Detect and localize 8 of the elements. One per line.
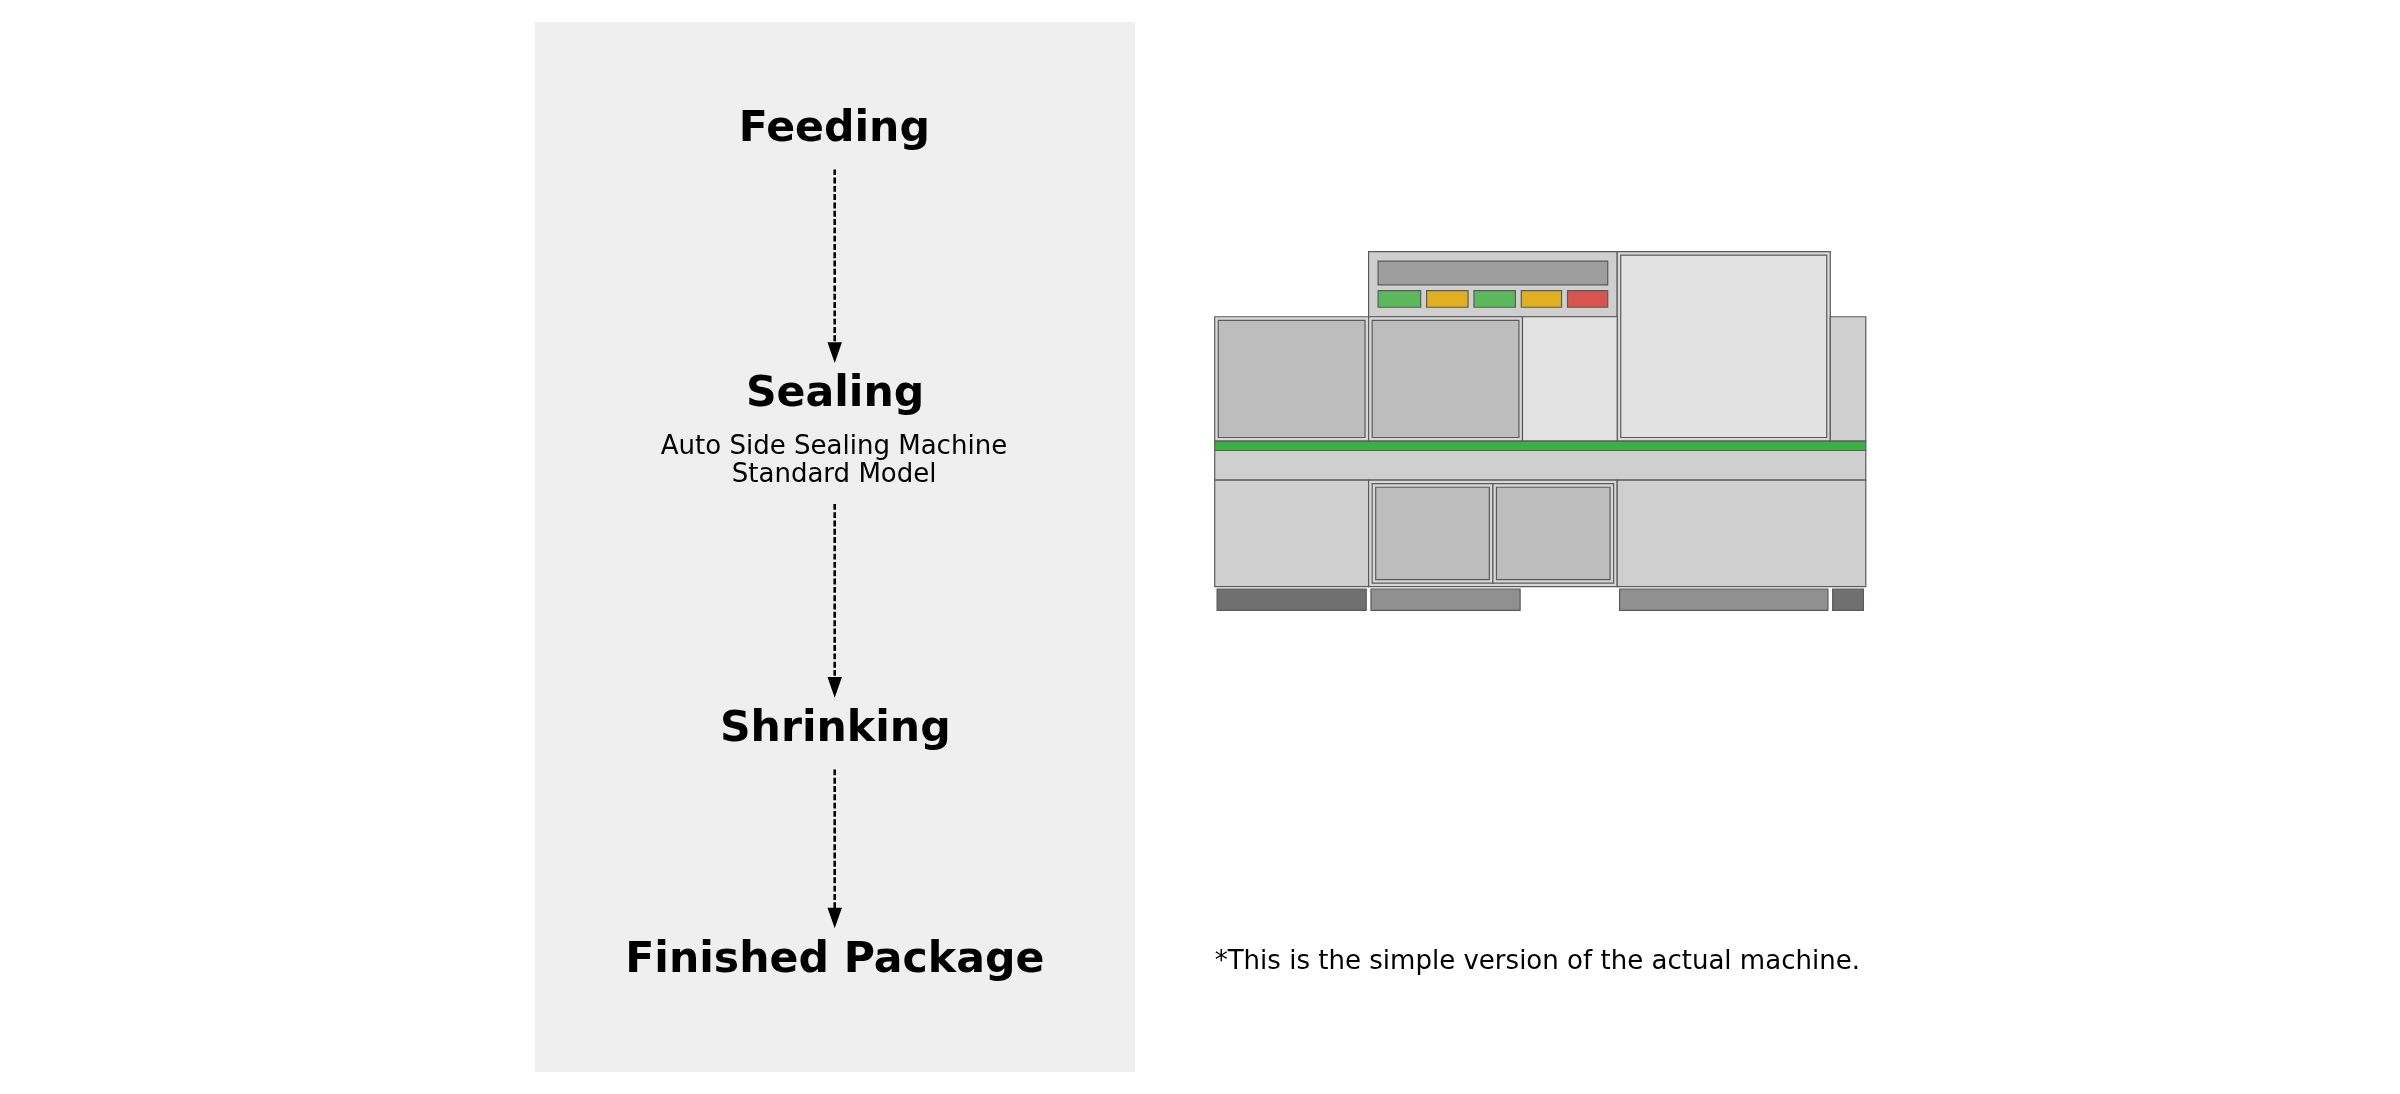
arrow [827, 169, 842, 363]
node-text: Sealing Auto Side Sealing Machine Standard Model [660, 366, 1007, 489]
node-text: Feeding [738, 100, 930, 151]
arrow [827, 504, 842, 698]
node-text: Shrinking [719, 700, 951, 751]
label: *This is the simple version of the actual machine. [1214, 945, 1860, 976]
node-text: Finished Package [624, 931, 1044, 982]
arrow [827, 769, 842, 929]
